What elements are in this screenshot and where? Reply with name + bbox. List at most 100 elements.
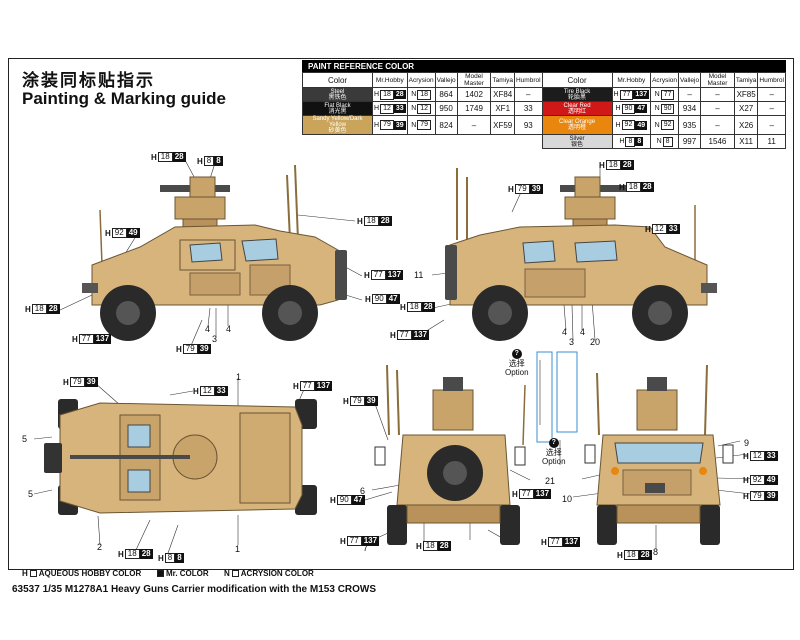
legend-m-text: Mr. COLOR: [166, 569, 209, 578]
callout-mrcolor-number: 8: [175, 553, 184, 563]
callout-prefix: H: [72, 334, 78, 344]
column-header: Model Master: [700, 72, 735, 88]
callout-mrcolor-number: 39: [364, 396, 378, 406]
column-header: Vallejo: [434, 72, 458, 88]
option-marker-upper: ? 选择 Option: [505, 348, 529, 377]
callout-hobby-number: 77: [78, 334, 94, 344]
callout-mrcolor-number: 137: [385, 270, 404, 280]
legend-n-symbol: N: [224, 569, 230, 578]
callout-prefix: H: [617, 550, 623, 560]
paint-table-title: PAINT REFERENCE COLOR: [302, 60, 786, 72]
callout-hobby-number: 18: [124, 549, 140, 559]
column-header: Humbrol: [513, 72, 543, 88]
part-number: 10: [562, 494, 573, 504]
color-name-cn: 砂黄色: [328, 128, 347, 134]
callout-hobby-number: 77: [370, 270, 386, 280]
callout-mrcolor-number: 28: [638, 550, 652, 560]
part-number: 5: [22, 434, 28, 444]
part-number: 8: [653, 547, 659, 557]
callout-prefix: H: [743, 475, 749, 485]
color-name: Flat Black: [324, 102, 351, 109]
legend-h-symbol: H: [22, 569, 28, 578]
callout-prefix: H: [151, 152, 157, 162]
part-number: 9: [744, 438, 750, 448]
callout-mrcolor-number: 49: [126, 228, 140, 238]
callout-hobby-number: 8: [203, 156, 215, 166]
callout-mrcolor-number: 8: [214, 156, 223, 166]
callout-prefix: H: [25, 304, 31, 314]
callout-prefix: H: [541, 537, 547, 547]
callout-hobby-number: 77: [396, 330, 412, 340]
part-number: 5: [28, 489, 34, 499]
callout-hobby-number: 79: [69, 377, 85, 387]
callout-hobby-number: 18: [623, 550, 639, 560]
callout-prefix: H: [743, 451, 749, 461]
part-number: 20: [590, 337, 601, 347]
callout-prefix: H: [158, 553, 164, 563]
option-label-cn: 选择: [545, 448, 562, 457]
legend-h-text: AQUEOUS HOBBY COLOR: [38, 569, 142, 578]
tamiya-code: XF59: [490, 115, 515, 135]
callout-hobby-number: 92: [111, 228, 127, 238]
callout-prefix: H: [176, 344, 182, 354]
part-number: 3: [569, 337, 575, 347]
callout-prefix: H: [645, 224, 651, 234]
mm-code: 1546: [700, 134, 735, 149]
kit-footer-title: 63537 1/35 M1278A1 Heavy Guns Carrier mo…: [12, 584, 377, 595]
callout-mrcolor-number: 47: [386, 294, 400, 304]
square-icon: [29, 570, 37, 577]
callout-prefix: H: [619, 182, 625, 192]
legend-m: Mr. COLOR: [157, 569, 209, 578]
callout-prefix: H: [512, 489, 518, 499]
callout-mrcolor-number: 49: [764, 475, 778, 485]
callout-mrcolor-number: 28: [139, 549, 153, 559]
callout-mrcolor-number: 137: [93, 334, 112, 344]
vehicle-rear-view: [374, 364, 526, 545]
callout-mrcolor-number: 33: [666, 224, 680, 234]
filled-square-icon: [157, 570, 164, 577]
callout-prefix: H: [508, 184, 514, 194]
vallejo-code: 997: [678, 134, 702, 149]
callout-prefix: H: [118, 549, 124, 559]
part-number: 1: [235, 544, 241, 554]
callout-prefix: H: [330, 495, 336, 505]
column-header: Color: [302, 72, 373, 88]
option-marker-lower: ? 选择 Option: [542, 437, 566, 466]
vehicle-front-view: [584, 364, 734, 545]
callout-prefix: H: [197, 156, 203, 166]
callout-hobby-number: 18: [605, 160, 621, 170]
callout-prefix: H: [105, 228, 111, 238]
callout-mrcolor-number: 33: [214, 386, 228, 396]
callout-hobby-number: 12: [199, 386, 215, 396]
column-header: Acrysion: [650, 72, 680, 88]
part-number: 3: [212, 334, 218, 344]
color-name: Sandy Yellow/Dark Yellow: [312, 116, 363, 128]
color-name-cn: 银色: [571, 141, 584, 148]
callout-prefix: H: [293, 381, 299, 391]
legend-h: H AQUEOUS HOBBY COLOR: [22, 569, 141, 578]
